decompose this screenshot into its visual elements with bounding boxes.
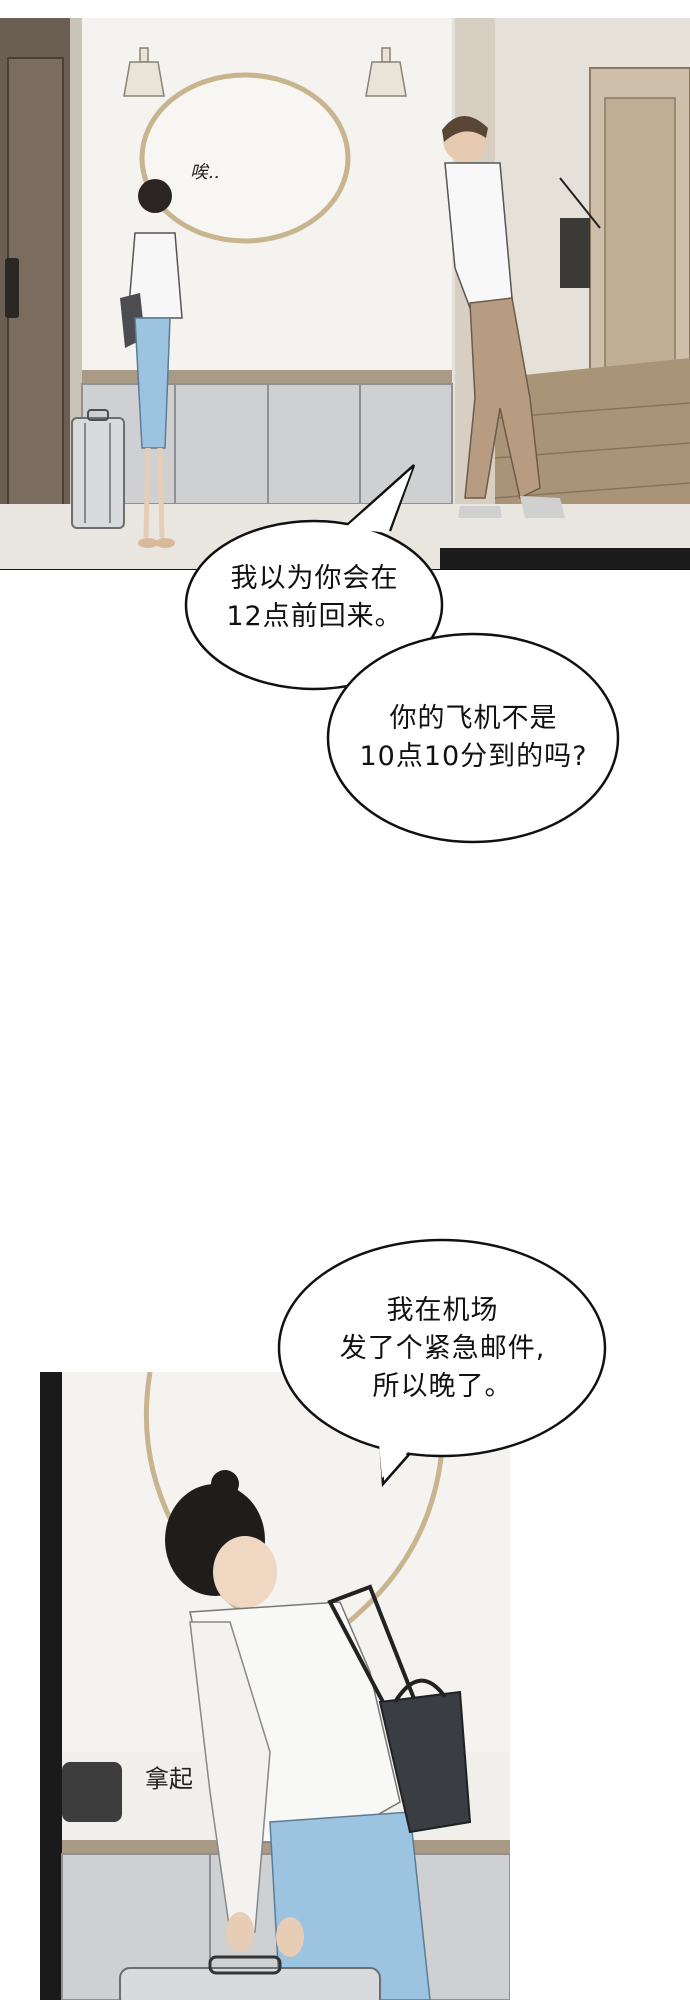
speech-bubble-2-shape <box>326 632 620 844</box>
speech-bubble-3-shape <box>277 1238 607 1488</box>
speech-bubble-2: 你的飞机不是 10点10分到的吗? <box>325 630 622 850</box>
panel-hallway: 唉.. <box>0 18 690 570</box>
speech-bubble-1: 我以为你会在 12点前回来。 <box>182 464 447 695</box>
speech-bubble-1-shape <box>184 464 444 691</box>
speech-bubble-1-text: 我以为你会在 12点前回来。 <box>226 563 403 632</box>
pick-up-sfx: 拿起 <box>145 1765 193 1793</box>
hallway-illustration <box>0 18 690 570</box>
speech-bubble-3: 我在机场 发了个紧急邮件, 所以晚了。 <box>275 1232 610 1494</box>
speech-bubble-2-text: 你的飞机不是 10点10分到的吗? <box>359 703 588 772</box>
sigh-sfx: 唉.. <box>190 162 220 183</box>
speech-bubble-3-text: 我在机场 发了个紧急邮件, 所以晚了。 <box>339 1295 546 1402</box>
